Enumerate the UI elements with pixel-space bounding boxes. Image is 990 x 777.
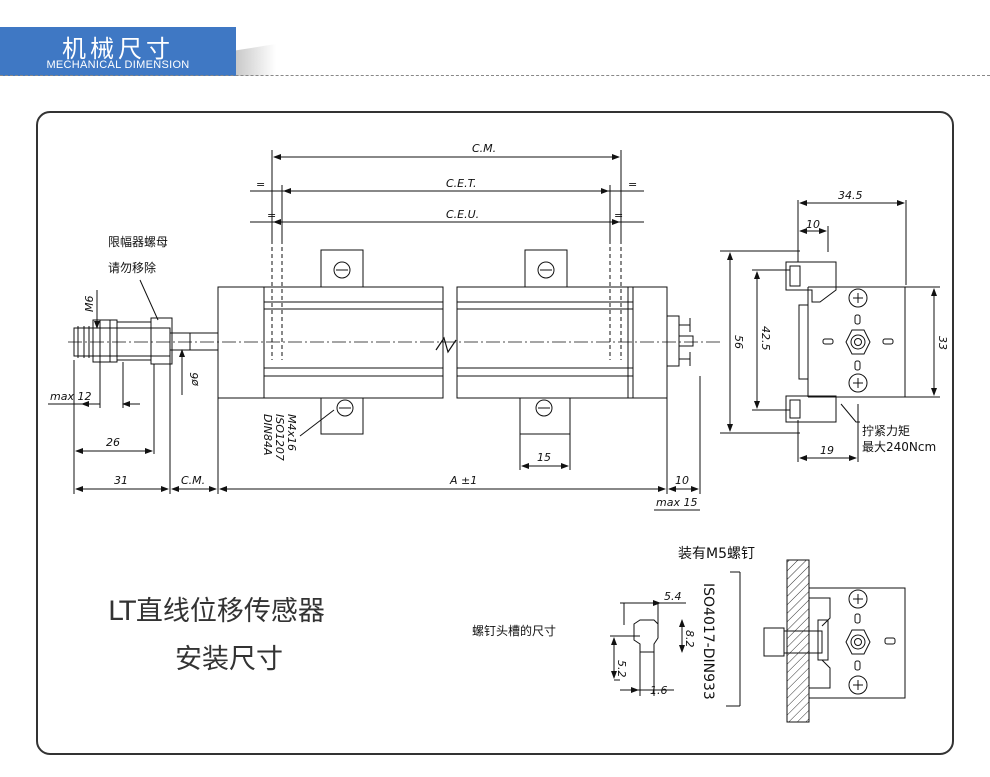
dim-33: 33 (936, 336, 949, 350)
dim-a: A ±1 (449, 474, 477, 487)
dim-cm-top: C.M. (472, 142, 496, 155)
slot-label: 螺钉头槽的尺寸 (472, 623, 556, 638)
limit-nut-note-line2: 请勿移除 (108, 260, 156, 275)
equal-mark: = (614, 209, 623, 222)
dim-19: 19 (820, 444, 834, 457)
dim-side-10: 10 (806, 218, 820, 231)
dim-42-5: 42.5 (759, 326, 772, 351)
section-subtitle: MECHANICAL DIMENSION (46, 59, 190, 71)
slot-dim-5-2: 5.2 (615, 660, 628, 678)
screw-spec-line1: M4x16 (285, 414, 298, 451)
equal-mark: = (628, 178, 637, 191)
mount-standard: ISO4017-DIN933 (700, 583, 716, 700)
dim-cet: C.E.T. (446, 177, 477, 190)
torque-note-line1: 拧紧力矩 (862, 424, 910, 438)
dim-cm-bottom: C.M. (181, 474, 205, 487)
screw-spec-line3: DIN84A (261, 414, 274, 455)
dim-max12: max 12 (50, 390, 91, 403)
header-divider (0, 75, 990, 76)
thread-m6: M6 (83, 296, 96, 313)
dim-max15: max 15 (656, 496, 697, 509)
dim-34-5: 34.5 (838, 189, 863, 202)
rod-diameter: ø6 (188, 372, 201, 387)
section-header-bar (0, 27, 236, 76)
dim-15: 15 (537, 451, 551, 464)
mount-label: 装有M5螺钉 (678, 546, 755, 562)
dim-26: 26 (106, 436, 120, 449)
torque-note-line2: 最大240Ncm (862, 440, 936, 454)
drawing-frame (36, 111, 954, 755)
product-caption-line2: 安装尺寸 (175, 644, 283, 675)
slot-dim-1-6: 1.6 (650, 684, 668, 697)
dim-31: 31 (114, 474, 128, 487)
slot-dim-5-4: 5.4 (664, 590, 682, 603)
equal-mark: = (267, 209, 276, 222)
product-caption-line1: LT直线位移传感器 (108, 596, 325, 627)
section-title: 机械尺寸 (62, 35, 174, 63)
slot-dim-8-2: 8.2 (683, 630, 696, 648)
equal-mark: = (256, 178, 265, 191)
limit-nut-note-line1: 限幅器螺母 (108, 234, 168, 249)
screw-spec-line2: ISO1207 (273, 414, 286, 461)
dim-10: 10 (675, 474, 689, 487)
dim-ceu: C.E.U. (446, 208, 479, 221)
dim-56: 56 (732, 335, 745, 349)
